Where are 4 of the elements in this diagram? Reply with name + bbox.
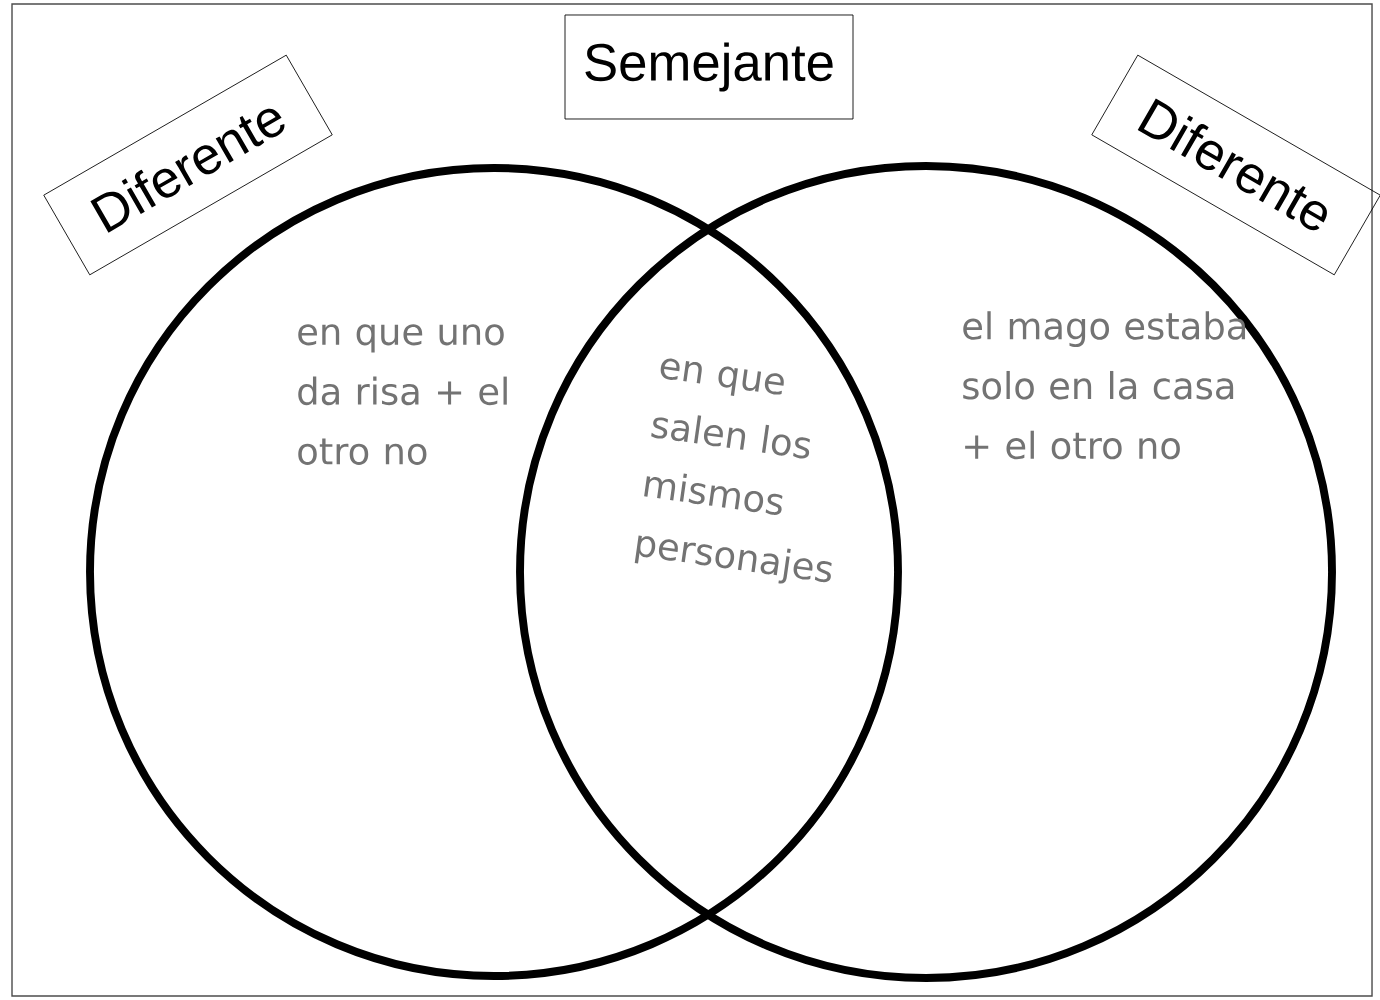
label-box: Semejante (564, 14, 854, 120)
handwritten-note: el mago estaba solo en la casa + el otro no (963, 311, 1246, 460)
handwritten-note: en que salen los mismos personajes (634, 358, 832, 584)
handwritten-note: en que uno da risa + el otro no (298, 324, 507, 465)
